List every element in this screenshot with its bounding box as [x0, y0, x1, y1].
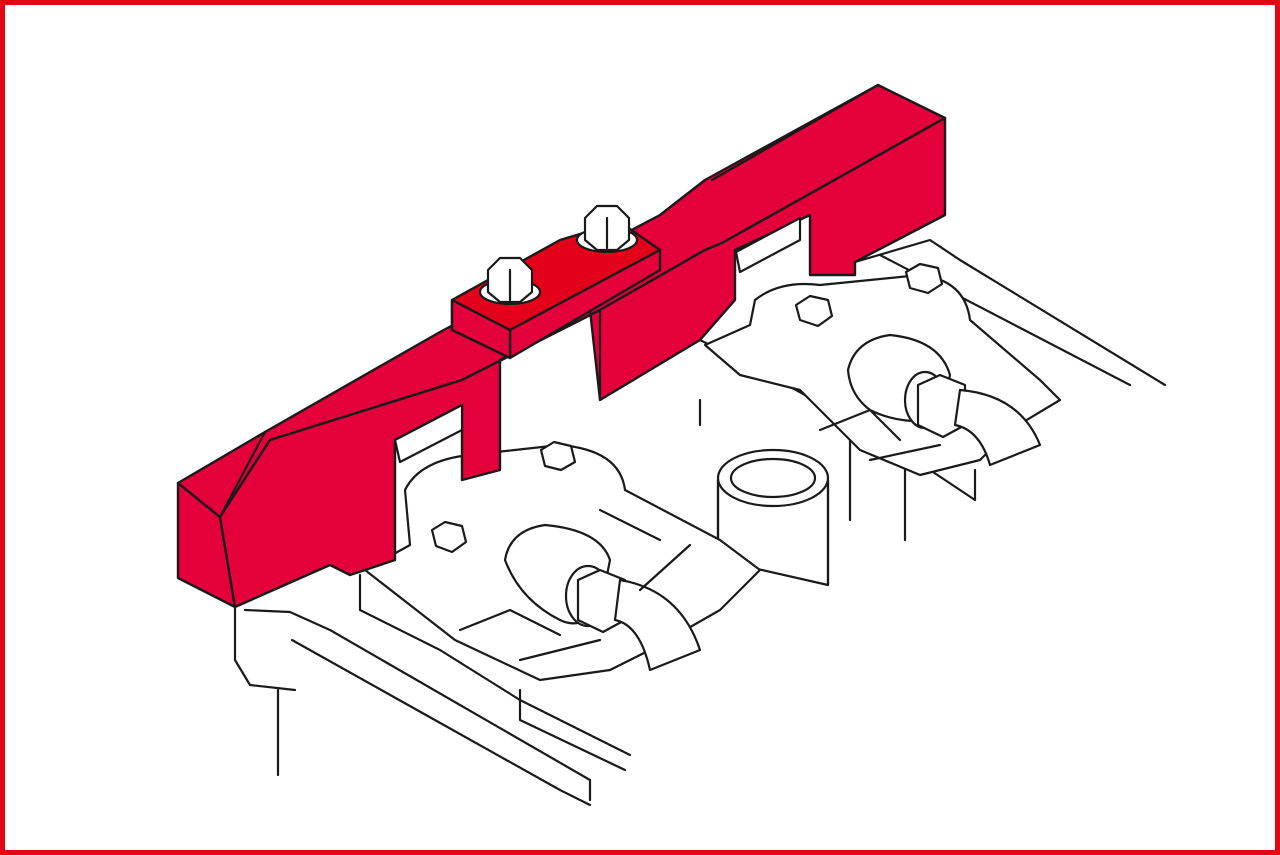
bolt-icon [794, 294, 834, 328]
bolt-icon [539, 440, 577, 472]
bolt-icon [430, 520, 468, 554]
oil-tube [716, 448, 830, 587]
clamp-block [450, 204, 662, 360]
bar-window-left [393, 403, 464, 464]
bolt-icon [478, 256, 542, 306]
bar-window-right [734, 216, 802, 274]
bolt-icon [904, 262, 944, 295]
bolt-icon [575, 204, 639, 254]
cam-bearing-rear [703, 262, 1062, 477]
cam-bearing-front [363, 440, 762, 682]
bar-front-face [218, 116, 947, 609]
